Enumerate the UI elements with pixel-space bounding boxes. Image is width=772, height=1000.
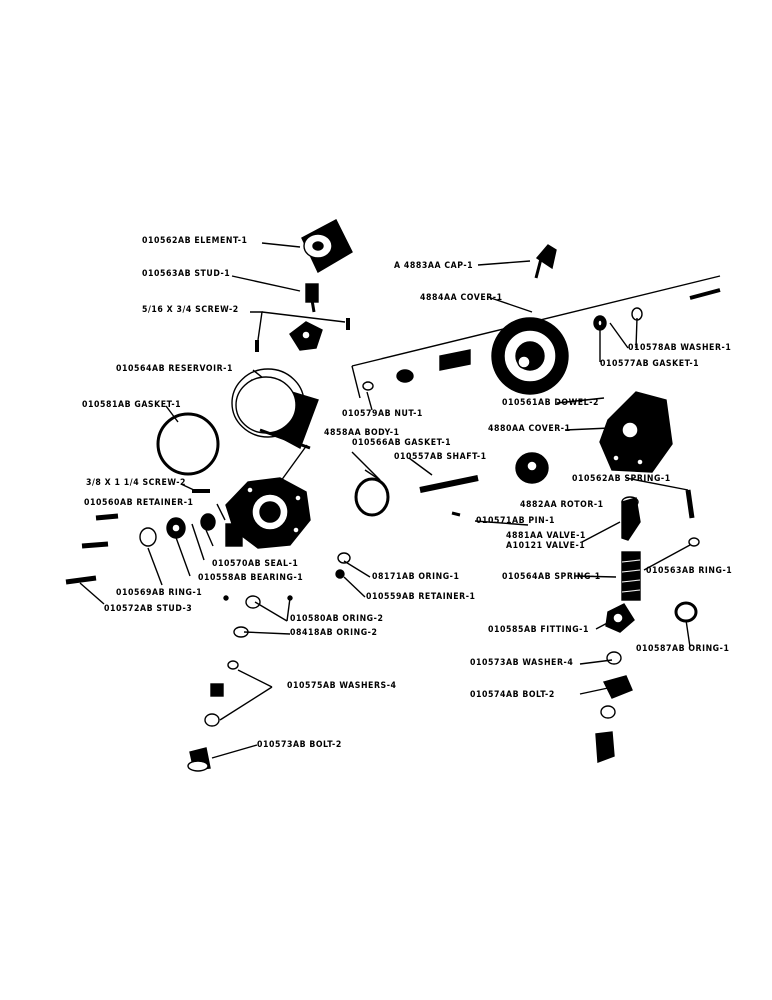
oring-retainer-mid-parts [335,552,351,579]
bracket-plate-part [289,321,323,351]
gasket-mid-part [354,477,390,517]
gasket-ring-part [156,412,220,476]
label-shaft: 010557AB SHAFT-1 [394,452,487,462]
label-gasket-mid: 010566AB GASKET-1 [352,438,452,448]
label-stud-bottom: 010572AB STUD-3 [104,604,193,614]
label-bolt-right: 010574AB BOLT-2 [470,690,555,700]
label-oring-mid: 08171AB ORING-1 [372,572,460,582]
spring-mid-part [621,551,641,601]
label-washers: 010575AB WASHERS-4 [287,681,397,691]
label-oring-right: 010587AB ORING-1 [636,644,730,654]
label-seal: 010570AB SEAL-1 [212,559,299,569]
label-stud: 010563AB STUD-1 [142,269,231,279]
label-valve-a: 4881AA VALVE-1 [506,531,586,541]
label-reservoir: 010564AB RESERVOIR-1 [116,364,233,374]
element-filter-part [301,219,353,273]
reservoir-part [231,368,319,450]
right-cover-part [599,391,673,473]
label-bolt-left: 010573AB BOLT-2 [257,740,342,750]
cap-part [534,244,557,279]
label-oring-841: 08418AB ORING-2 [290,628,378,638]
label-washer-top: 010578AB WASHER-1 [628,343,732,353]
stud-part [305,283,319,313]
label-dowel: 010561AB DOWEL-2 [502,398,600,408]
label-cover-top: 4884AA COVER-1 [420,293,503,303]
leader-lines [79,242,691,759]
label-gasket-top: 010577AB GASKET-1 [600,359,700,369]
label-screw-left: 3/8 X 1 1/4 SCREW-2 [86,478,187,488]
label-retainer-mid: 010559AB RETAINER-1 [366,592,476,602]
oring-lower-left-parts [223,595,293,638]
pin-part [451,511,461,517]
label-element: 010562AB ELEMENT-1 [142,236,248,246]
pump-body-part [225,477,311,549]
cover-panel-part [351,275,721,399]
oring-right-part [674,601,698,623]
rotor-part [515,452,549,484]
label-valve-b: A10121 VALVE-1 [506,541,586,551]
label-fitting: 010585AB FITTING-1 [488,625,589,635]
label-spring-mid: 010564AB SPRING-1 [502,572,601,582]
label-body: 4858AA BODY-1 [324,428,400,438]
label-screw-top: 5/16 X 3/4 SCREW-2 [142,305,239,315]
washers-bolts-left-parts [187,660,239,772]
label-nut: 010579AB NUT-1 [342,409,423,419]
valve-part [621,496,641,541]
screw-parts [255,318,350,352]
ring-right-part [688,537,700,547]
label-oring-left: 010580AB ORING-2 [290,614,384,624]
label-cover-right: 4880AA COVER-1 [488,424,571,434]
spring-top-part [685,489,695,519]
label-washer-right: 010573AB WASHER-4 [470,658,574,668]
label-retainer-left: 010560AB RETAINER-1 [84,498,194,508]
fitting-part [605,603,635,633]
label-ring-right: 010563AB RING-1 [646,566,733,576]
shaft-part [419,475,479,493]
label-cap: A 4883AA CAP-1 [394,261,474,271]
label-rotor: 4882AA ROTOR-1 [520,500,604,510]
small-left-parts [65,489,216,585]
washers-bolts-right-parts [595,651,633,763]
label-spring-top: 010562AB SPRING-1 [572,474,671,484]
label-ring-left: 010569AB RING-1 [116,588,203,598]
label-gasket-left: 010581AB GASKET-1 [82,400,182,410]
washer-gasket-top-parts [593,307,643,331]
label-bearing: 010558AB BEARING-1 [198,573,304,583]
label-pin: 010571AB PIN-1 [476,516,555,526]
